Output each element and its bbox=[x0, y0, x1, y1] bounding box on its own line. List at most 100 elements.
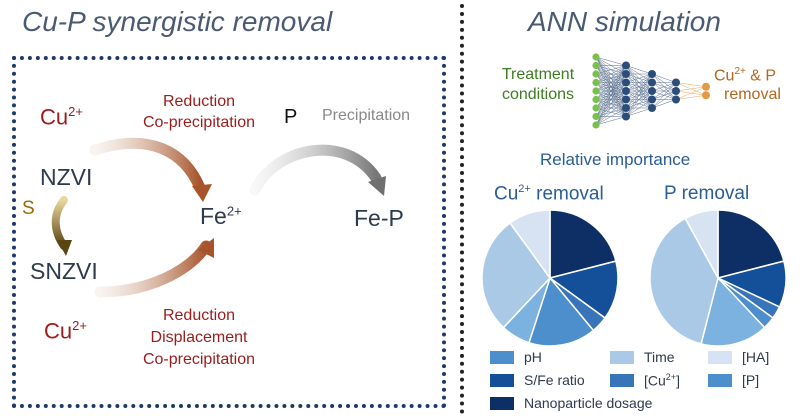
p-pie-slice-time bbox=[649, 217, 719, 345]
nn-edge bbox=[595, 73, 627, 126]
nn-edge bbox=[651, 82, 677, 109]
p-pie-slice-nanoparticle-dosage bbox=[717, 209, 785, 279]
p-pie-slice-ph bbox=[700, 276, 766, 347]
reaction-arrows bbox=[51, 137, 386, 298]
nn-node bbox=[592, 112, 600, 121]
nn-node bbox=[622, 78, 630, 87]
neural-network-diagram bbox=[592, 53, 710, 129]
fep-label: Fe-P bbox=[354, 205, 404, 231]
displacement-label: Displacement bbox=[150, 329, 248, 346]
legend-swatch-ha bbox=[708, 351, 732, 364]
nn-edge bbox=[651, 82, 677, 100]
nn-edge bbox=[675, 95, 707, 100]
treatment-label-1: Treatment bbox=[501, 66, 575, 83]
nn-edge bbox=[595, 116, 627, 126]
nn-node bbox=[648, 104, 656, 112]
nn-edge bbox=[595, 82, 627, 126]
reduction-top-label: Reduction bbox=[162, 93, 236, 110]
arrow-top-cu-head bbox=[192, 184, 212, 202]
p-pie-slice--ha- bbox=[684, 209, 719, 279]
nn-node bbox=[702, 82, 710, 91]
nn-edge bbox=[595, 65, 627, 117]
relative-importance-label: Relative importance bbox=[540, 150, 691, 169]
nn-edge bbox=[625, 73, 653, 117]
nn-edge bbox=[595, 65, 627, 83]
arrow-bottom-cu bbox=[94, 240, 212, 298]
legend-label-cu: [Cu2+] bbox=[644, 372, 680, 389]
nn-node bbox=[648, 95, 656, 104]
legend-label-dosage: Nanoparticle dosage bbox=[524, 395, 653, 411]
legend-swatch-cu bbox=[610, 374, 634, 387]
arrow-precipitation bbox=[249, 144, 382, 196]
nn-node bbox=[592, 53, 600, 61]
nn-edge bbox=[625, 73, 653, 83]
nn-edge bbox=[651, 82, 677, 92]
cu-top-label: Cu2+ bbox=[40, 104, 83, 130]
nn-node bbox=[702, 91, 710, 100]
arrow-bottom-cu-head bbox=[198, 238, 214, 258]
coprecipitation-top-label: Co-precipitation bbox=[142, 114, 256, 131]
cu-pie-slice-time bbox=[481, 221, 551, 329]
reduction-bottom-label: Reduction bbox=[162, 307, 236, 324]
nn-edge bbox=[625, 107, 653, 117]
nn-edge bbox=[625, 65, 653, 75]
nn-edge bbox=[595, 90, 627, 126]
nn-edge bbox=[595, 65, 627, 75]
nn-edge bbox=[675, 86, 707, 92]
nn-node bbox=[672, 95, 680, 104]
nn-edge bbox=[595, 65, 627, 126]
output-label-1: Cu2+ & P bbox=[714, 66, 777, 85]
p-label: P bbox=[284, 106, 298, 128]
nn-node bbox=[648, 87, 656, 95]
legend-label-ph: pH bbox=[524, 349, 542, 365]
importance-pie-charts bbox=[481, 209, 787, 347]
nn-node bbox=[592, 95, 600, 104]
nn-node bbox=[622, 104, 630, 112]
left-title: Cu-P synergistic removal bbox=[22, 6, 333, 37]
coprecipitation-bottom-label: Co-precipitation bbox=[142, 351, 256, 368]
legend-label-ha: [HA] bbox=[742, 349, 770, 365]
nn-node bbox=[672, 87, 680, 95]
nn-edge bbox=[595, 65, 627, 109]
cu-pie-slice--ha- bbox=[508, 209, 551, 281]
nn-edge bbox=[675, 82, 707, 87]
nn-edge bbox=[625, 73, 653, 109]
nn-edge bbox=[625, 73, 653, 100]
panel-separator bbox=[460, 4, 464, 414]
snzvi-label: SNZVI bbox=[30, 258, 98, 284]
nn-node bbox=[648, 70, 656, 78]
nn-node bbox=[622, 87, 630, 95]
nn-edge bbox=[595, 99, 627, 126]
nn-node bbox=[648, 78, 656, 87]
s-label: S bbox=[22, 198, 35, 219]
legend-swatch-sfe bbox=[490, 374, 514, 387]
nn-edge bbox=[595, 65, 627, 100]
scheme-frame bbox=[12, 56, 446, 408]
legend-label-time: Time bbox=[644, 349, 675, 365]
cu-pie-slice-nanoparticle-dosage bbox=[549, 209, 617, 279]
legend-swatch-time bbox=[610, 351, 634, 364]
p-removal-label: P removal bbox=[664, 183, 750, 204]
arrow-precipitation-head bbox=[368, 176, 386, 196]
nn-edge bbox=[625, 99, 653, 117]
nn-edge bbox=[595, 107, 627, 126]
nn-node bbox=[592, 87, 600, 95]
nn-node bbox=[622, 95, 630, 104]
nn-node bbox=[592, 70, 600, 78]
cu-removal-label: Cu2+ removal bbox=[494, 183, 604, 205]
nn-edge bbox=[625, 73, 653, 92]
arrow-sulfidation-head bbox=[57, 240, 72, 256]
right-title: ANN simulation bbox=[528, 6, 721, 37]
nn-node bbox=[592, 104, 600, 112]
nn-edge bbox=[625, 90, 653, 117]
nn-node bbox=[592, 78, 600, 87]
nn-node bbox=[672, 78, 680, 87]
treatment-label-2: conditions bbox=[501, 86, 575, 103]
nn-edge bbox=[651, 99, 677, 109]
nn-node bbox=[592, 61, 600, 70]
arrow-sulfidation bbox=[51, 196, 68, 250]
output-label-2: removal bbox=[724, 86, 781, 103]
nn-edge bbox=[595, 56, 627, 66]
legend-label-p: [P] bbox=[742, 372, 760, 388]
nn-edge bbox=[675, 86, 707, 100]
